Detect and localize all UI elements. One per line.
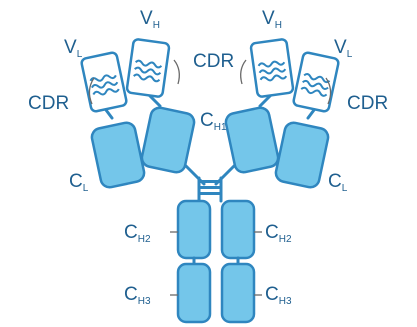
right-vh-label: VH [262,8,282,31]
left-ch2-domain [176,199,212,260]
right-vl-cl-link [306,108,316,120]
top-cdr-label: CDR [193,51,234,72]
fc-region [170,199,262,324]
left-vh-domain [125,38,171,98]
right-ch1-domain [224,106,280,174]
left-vh-ch1-link [148,94,162,108]
hinge-region [197,176,223,203]
right-cdr-bracket-outer [325,77,332,105]
right-vl-label: VL [334,37,353,60]
right-cl-label: CL [328,171,348,194]
left-cdr-bracket-inner [173,59,180,85]
right-arm [214,38,340,189]
left-cl-label: CL [69,171,89,194]
right-ch3-domain [220,262,256,324]
left-cl-domain [90,121,146,189]
right-cdr-bracket-inner [240,59,247,85]
disulfide-bridge-2 [199,186,221,189]
right-ch2-domain [220,199,256,260]
left-ch3-domain [176,262,212,324]
right-vh-ch1-link [258,94,272,108]
right-vh-domain [249,38,295,98]
left-vl-label: VL [64,37,83,60]
left-arm [80,38,206,189]
left-ch1-domain [140,106,196,174]
right-ch2-label: CH2 [265,222,292,245]
right-cdr-label: CDR [347,93,388,114]
disulfide-bridge-3 [199,192,221,195]
left-cdr-bracket-outer [88,77,95,105]
right-cl-domain [274,121,330,189]
left-vl-domain [80,51,128,113]
right-vl-domain [292,51,340,113]
left-vl-cl-link [104,108,114,120]
left-ch2-label: CH2 [124,222,151,245]
left-vh-label: VH [140,8,160,31]
left-ch3-label: CH3 [124,284,151,307]
disulfide-bridge-1 [199,180,221,183]
ch1-label: CH1 [200,110,227,133]
right-ch3-label: CH3 [265,284,292,307]
left-cdr-label: CDR [28,93,69,114]
